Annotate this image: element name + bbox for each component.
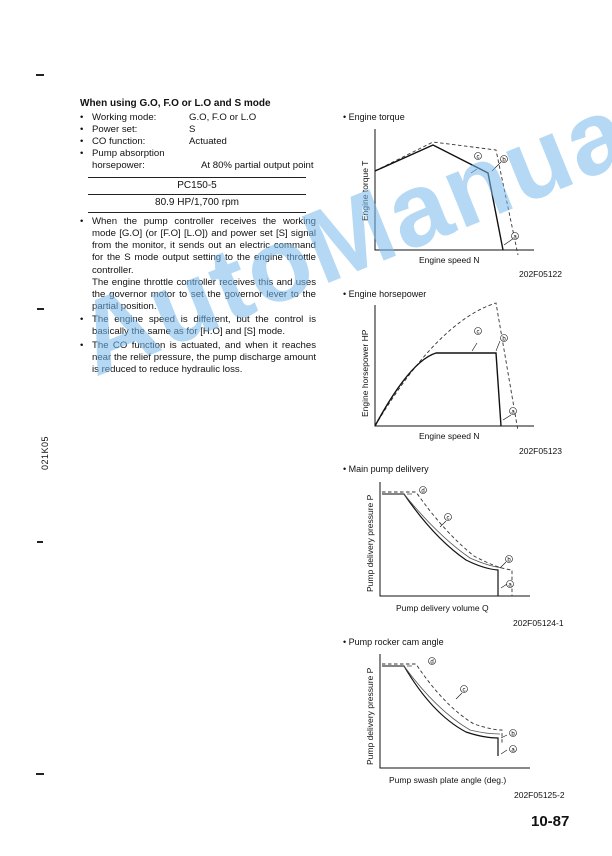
y-axis-label: Engine horsepower HP	[360, 329, 370, 417]
callout-c: c	[447, 515, 450, 521]
spec-label: CO function:	[92, 136, 146, 148]
figure-code: 202F05125-2	[514, 790, 565, 800]
figure-title-torque: • Engine torque	[343, 112, 405, 122]
paragraph: • When the pump controller receives the …	[80, 216, 316, 277]
spec-value: G.O, F.O or L.O	[189, 111, 257, 123]
spec-absorption-row2: horsepower: At 80% partial output point	[80, 160, 316, 172]
spec-value: S	[189, 123, 196, 135]
bullet: •	[80, 111, 84, 123]
section-heading: When using G.O, F.O or L.O and S mode	[80, 98, 271, 109]
torque-graph: c b a	[374, 129, 534, 256]
axis-lines	[379, 654, 530, 769]
callout-c: c	[477, 154, 480, 160]
delivery-graph: d c b a	[379, 482, 530, 597]
paragraph: • The CO function is actuated, and when …	[80, 340, 316, 377]
axis-lines	[374, 129, 534, 251]
paragraph-text: When the pump controller receives the wo…	[92, 215, 316, 276]
bullet: •	[80, 123, 84, 135]
bullet: •	[80, 339, 84, 351]
margin-mark	[36, 773, 44, 775]
table-model: PC150-5	[88, 178, 306, 196]
axis-lines	[374, 305, 534, 427]
figure-title-horsepower: • Engine horsepower	[343, 289, 427, 299]
spec-absorption: • Pump absorption	[80, 148, 316, 160]
figure-code: 202F05122	[519, 269, 563, 279]
callout-b: b	[502, 157, 506, 163]
spec-co-function: • CO function: Actuated	[80, 136, 316, 148]
callout-a: a	[511, 747, 515, 753]
spec-label: horsepower:	[92, 160, 145, 172]
figure-title-rocker: • Pump rocker cam angle	[343, 637, 444, 647]
x-axis-label: Pump delivery volume Q	[396, 603, 489, 613]
left-column: When using G.O, F.O or L.O and S mode • …	[80, 98, 316, 376]
rocker-curve-2	[382, 665, 501, 735]
bullet: •	[80, 314, 84, 326]
rocker-curve-dashed	[382, 663, 503, 744]
spec-power-set: • Power set: S	[80, 124, 316, 136]
figure-title-delivery: • Main pump delilvery	[343, 464, 429, 474]
callout-c: c	[477, 329, 480, 335]
callout-b: b	[502, 336, 506, 342]
callout-b: b	[507, 557, 511, 563]
callout-a: a	[511, 409, 515, 415]
paragraph-text: The engine speed is different, but the c…	[92, 314, 316, 338]
bullet: •	[80, 215, 84, 227]
table-value: 80.9 HP/1,700 rpm	[155, 197, 239, 209]
margin-mark	[37, 541, 43, 543]
y-axis-label: Pump delivery pressure P	[365, 667, 375, 765]
figure-code: 202F05123	[519, 446, 563, 456]
axis-lines	[379, 482, 530, 597]
x-axis-label: Pump swash plate angle (deg.)	[389, 775, 507, 785]
spec-label: Pump absorption	[92, 148, 165, 160]
spec-label: Power set:	[92, 123, 138, 135]
x-axis-label: Engine speed N	[419, 431, 480, 441]
bullet: •	[80, 148, 84, 160]
callout-a: a	[508, 582, 512, 588]
rocker-curve-1	[382, 665, 499, 756]
torque-curve	[374, 144, 504, 251]
margin-mark	[36, 74, 44, 76]
x-axis-label: Engine speed N	[419, 255, 480, 265]
rocker-graph: d c b a	[379, 654, 530, 769]
callout-d: d	[421, 488, 424, 494]
paragraph: • The engine speed is different, but the…	[80, 314, 316, 338]
side-code: 021K05	[40, 435, 50, 470]
margin-mark	[37, 308, 44, 310]
callout-c: c	[463, 687, 466, 693]
paragraph-text: The CO function is actuated, and when it…	[92, 339, 316, 375]
callout-d: d	[430, 659, 433, 665]
spec-working-mode: • Working mode: G.O, F.O or L.O	[80, 112, 316, 124]
spec-value: Actuated	[189, 136, 227, 148]
y-axis-label: Engine torque T	[360, 160, 370, 221]
page-number: 10-87	[531, 813, 570, 830]
callout-a: a	[513, 234, 517, 240]
horsepower-graph: c b a	[374, 302, 534, 432]
paragraph-continuation: The engine throttle controller receives …	[92, 276, 316, 313]
bullet: •	[80, 136, 84, 148]
delivery-curve-1	[382, 493, 499, 596]
spec-label: Working mode:	[92, 111, 157, 123]
performance-table: PC150-5 80.9 HP/1,700 rpm	[88, 176, 306, 213]
hp-curve-dashed	[374, 302, 519, 432]
callout-b: b	[511, 731, 515, 737]
figure-code: 202F05124-1	[513, 618, 564, 628]
hp-curve	[374, 352, 502, 427]
y-axis-label: Pump delivery pressure P	[365, 494, 375, 592]
torque-curve-dashed	[374, 141, 519, 256]
delivery-curve-2	[382, 493, 503, 569]
spec-value: At 80% partial output point	[201, 160, 314, 172]
delivery-curve-dashed	[382, 491, 513, 596]
